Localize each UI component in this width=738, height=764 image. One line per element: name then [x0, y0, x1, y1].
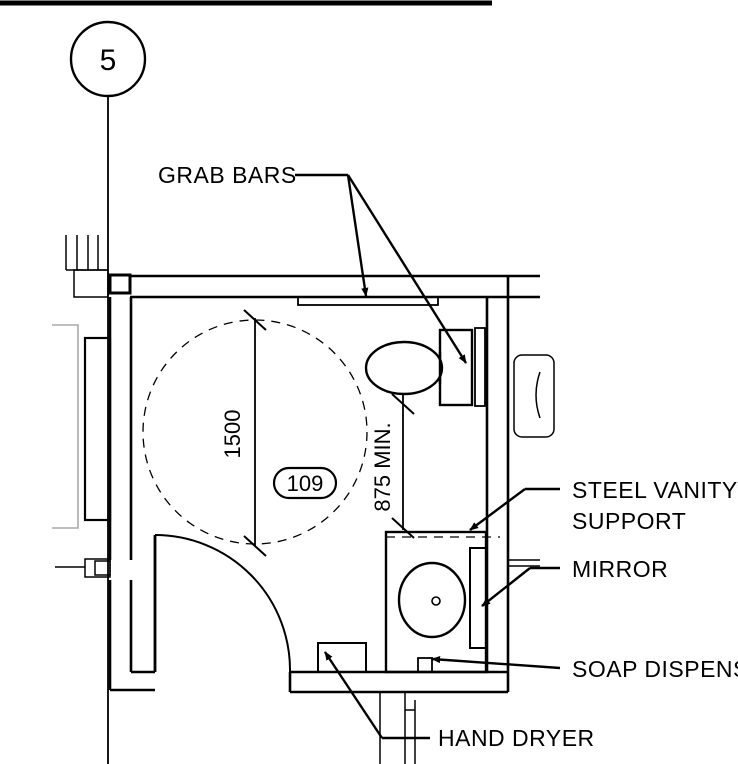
grab-bars-label: GRAB BARS: [158, 162, 297, 188]
bottom-wall-stub: [379, 692, 416, 764]
grab-bar-top: [297, 296, 439, 306]
right-adjacent: [508, 354, 555, 567]
toilet: [364, 328, 474, 407]
left-fixture: [83, 336, 112, 522]
turning-circle: [142, 319, 368, 545]
door-swing: [153, 534, 292, 673]
clearance-dimension-text: 875 MIN.: [370, 422, 395, 511]
room-number: 109: [287, 471, 324, 496]
turning-circle-dimension: 1500: [220, 309, 267, 557]
room-tag: 109: [272, 466, 338, 500]
grid-bubble-label: 5: [100, 44, 117, 77]
vanity: [384, 530, 500, 674]
soap-dispenser-leader: [431, 655, 561, 670]
hand-dryer: [317, 642, 367, 673]
steel-vanity-label-line2: SUPPORT: [572, 508, 686, 534]
steel-vanity-label-line1: STEEL VANITY: [572, 477, 738, 503]
mirror-leader: [481, 566, 560, 607]
soap-dispenser-label: SOAP DISPENS: [572, 656, 738, 682]
bottom-wall: [288, 670, 508, 694]
grab-bar-side: [474, 327, 486, 407]
clearance-dimension: 875 MIN.: [370, 393, 415, 539]
mirror-label: MIRROR: [572, 556, 668, 582]
column-square: [108, 273, 132, 295]
adjacent-counter: [52, 324, 79, 529]
grid-bubble: 5: [69, 20, 147, 98]
hand-dryer-label: HAND DRYER: [438, 725, 595, 751]
soap-dispenser: [417, 657, 433, 673]
mirror: [469, 547, 487, 649]
turning-circle-dimension-text: 1500: [220, 410, 245, 459]
grab-bars-leader: [295, 173, 468, 364]
steel-vanity-leader: [469, 487, 560, 531]
top-wall: [130, 274, 540, 299]
left-wall: [108, 297, 157, 692]
left-pipe: [55, 558, 111, 578]
column-stub: [65, 235, 109, 298]
right-wall: [485, 276, 510, 692]
hand-dryer-leader: [323, 651, 430, 740]
